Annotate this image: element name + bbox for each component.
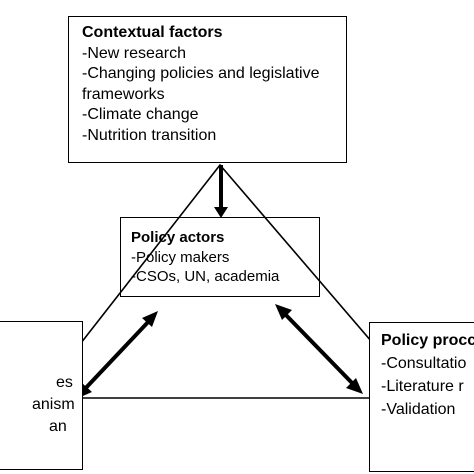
policy-process-box: Policy procc -Consultatio -Literature r … <box>369 322 474 472</box>
left-box-item: es <box>56 374 73 391</box>
left-partial-box: es anism an <box>0 321 83 470</box>
policy-actor-item: -Policy makers <box>131 248 230 266</box>
triangle-outline <box>36 163 422 399</box>
arrow-context-to-actors-head <box>214 207 228 218</box>
arrow-left-to-actors-head-top <box>142 311 158 327</box>
arrow-actors-to-right <box>281 310 357 388</box>
contextual-factor-item: -Changing policies and legislative <box>82 65 320 82</box>
policy-actor-item: -CSOs, UN, academia <box>131 268 280 285</box>
contextual-factor-item: frameworks <box>82 85 165 103</box>
policy-actors-title: Policy actors <box>131 229 225 246</box>
left-box-item: anism <box>32 396 75 413</box>
contextual-factors-box: Contextual factors -New research -Changi… <box>68 16 347 163</box>
contextual-factors-title: Contextual factors <box>82 24 223 41</box>
policy-process-item: -Consultatio <box>381 355 467 372</box>
left-box-item: an <box>49 418 67 435</box>
policy-process-item: -Validation <box>381 401 456 418</box>
policy-process-title: Policy procc <box>381 332 474 349</box>
arrow-actors-to-right-head-top <box>275 304 292 320</box>
contextual-factor-item: -Climate change <box>82 106 199 123</box>
arrow-actors-to-right-head-bottom <box>346 378 363 394</box>
policy-process-item: -Literature r <box>381 378 464 395</box>
policy-actors-box: Policy actors -Policy makers -CSOs, UN, … <box>120 217 320 297</box>
contextual-factor-item: -New research <box>82 44 187 62</box>
arrow-left-to-actors <box>80 318 152 394</box>
contextual-factor-item: -Nutrition transition <box>82 126 217 144</box>
